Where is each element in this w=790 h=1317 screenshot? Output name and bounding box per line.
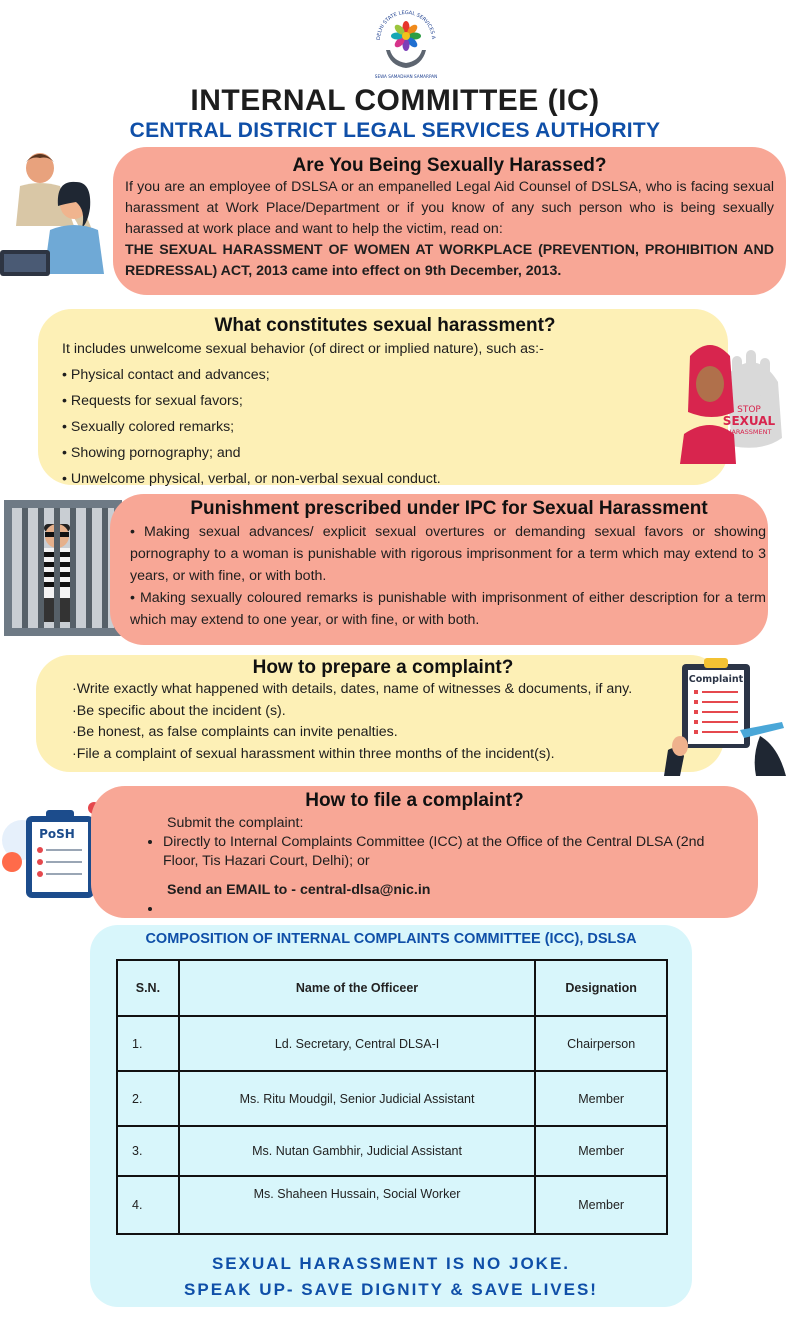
table-header-row: S.N. Name of the Officeer Designation [116, 959, 668, 1017]
prepare-complaint-card: How to prepare a complaint? ·Write exact… [36, 655, 724, 772]
constitutes-item: • Showing pornography; and [62, 445, 241, 461]
table-row: 4. Ms. Shaheen Hussain, Social Worker Me… [116, 1175, 668, 1235]
clipboard-label: Complaint [689, 674, 744, 685]
harassed-body: If you are an employee of DSLSA or an em… [125, 179, 774, 237]
sign-sexual: SEXUAL [723, 414, 776, 428]
posh-label: PoSH [39, 827, 75, 841]
table-row: 1. Ld. Secretary, Central DLSA-I Chairpe… [116, 1015, 668, 1072]
cell-sn: 4. [116, 1175, 180, 1235]
prepare-heading: How to prepare a complaint? [252, 657, 514, 678]
icc-composition-panel: COMPOSITION OF INTERNAL COMPLAINTS COMMI… [90, 925, 692, 1307]
icc-members-table: S.N. Name of the Officeer Designation 1.… [116, 959, 668, 1235]
column-header-name: Name of the Officeer [177, 959, 537, 1017]
harassed-heading: Are You Being Sexually Harassed? [292, 155, 607, 176]
cell-designation: Member [534, 1175, 668, 1235]
cell-designation: Member [534, 1070, 668, 1127]
page-title: INTERNAL COMMITTEE (IC) [190, 84, 600, 117]
table-row: 3. Ms. Nutan Gambhir, Judicial Assistant… [116, 1125, 668, 1177]
cell-sn: 1. [116, 1015, 180, 1072]
page-subtitle: CENTRAL DISTRICT LEGAL SERVICES AUTHORIT… [129, 119, 661, 142]
cell-name: Ld. Secretary, Central DLSA-I [177, 1015, 537, 1072]
cell-designation: Member [534, 1125, 668, 1177]
file-complaint-card: How to file a complaint? Submit the comp… [91, 786, 758, 918]
cell-sn: 3. [116, 1125, 180, 1177]
slogan-line-1: SEXUAL HARASSMENT IS NO JOKE. [211, 1254, 571, 1273]
complaint-clipboard-illustration: Complaint [664, 656, 788, 776]
punishment-item: • Making sexual advances/ explicit sexua… [130, 524, 766, 584]
cell-sn: 2. [116, 1070, 180, 1127]
closing-slogan: SEXUAL HARASSMENT IS NO JOKE. SPEAK UP- … [90, 1251, 692, 1303]
constitutes-harassment-card: What constitutes sexual harassment? It i… [38, 309, 728, 487]
file-intro: Submit the complaint: [167, 815, 304, 831]
file-heading: How to file a complaint? [305, 790, 524, 811]
dslsa-logo: DELHI STATE LEGAL SERVICES AUTHORITY SEW… [372, 6, 440, 82]
prepare-item: ·Be specific about the incident (s). [72, 702, 286, 719]
composition-title: COMPOSITION OF INTERNAL COMPLAINTS COMMI… [145, 931, 637, 947]
stop-harassment-illustration: STOP SEXUAL HARASSMENT [676, 336, 786, 466]
constitutes-heading: What constitutes sexual harassment? [214, 315, 556, 336]
constitutes-item: • Sexually colored remarks; [62, 419, 235, 435]
prepare-item: ·Write exactly what happened with detail… [72, 681, 633, 697]
cell-name: Ms. Shaheen Hussain, Social Worker [177, 1175, 537, 1235]
prison-illustration [4, 500, 122, 636]
cell-designation: Chairperson [534, 1015, 668, 1072]
sign-harassment: HARASSMENT [727, 428, 772, 436]
logo-motto: SEWA SAMADHAN SAMARPAN [375, 74, 437, 79]
constitutes-item: • Requests for sexual favors; [62, 393, 243, 409]
constitutes-intro: It includes unwelcome sexual behavior (o… [62, 341, 544, 357]
sign-stop: STOP [737, 405, 761, 415]
prepare-item: ·File a complaint of sexual harassment w… [72, 745, 555, 762]
cell-name: Ms. Nutan Gambhir, Judicial Assistant [177, 1125, 537, 1177]
file-empty-bullet [163, 900, 738, 914]
act-statement: THE SEXUAL HARASSMENT OF WOMEN AT WORKPL… [125, 242, 774, 279]
punishment-item: • Making sexually coloured remarks is pu… [130, 590, 766, 628]
cell-name: Ms. Ritu Moudgil, Senior Judicial Assist… [177, 1070, 537, 1127]
constitutes-item: • Unwelcome physical, verbal, or non-ver… [62, 471, 441, 487]
constitutes-item: • Physical contact and advances; [62, 367, 270, 383]
slogan-line-2: SPEAK UP- SAVE DIGNITY & SAVE LIVES! [184, 1280, 598, 1299]
sexual-harassment-intro-card: Are You Being Sexually Harassed? If you … [113, 147, 786, 295]
file-item-direct: Directly to Internal Complaints Committe… [163, 833, 738, 871]
prepare-item: ·Be honest, as false complaints can invi… [72, 724, 398, 740]
column-header-sn: S.N. [116, 959, 180, 1017]
column-header-designation: Designation [534, 959, 668, 1017]
workplace-harassment-illustration [0, 146, 118, 278]
table-row: 2. Ms. Ritu Moudgil, Senior Judicial Ass… [116, 1070, 668, 1127]
file-email[interactable]: Send an EMAIL to - central-dlsa@nic.in [167, 882, 431, 898]
punishment-heading: Punishment prescribed under IPC for Sexu… [190, 498, 708, 519]
ipc-punishment-card: Punishment prescribed under IPC for Sexu… [110, 494, 768, 645]
